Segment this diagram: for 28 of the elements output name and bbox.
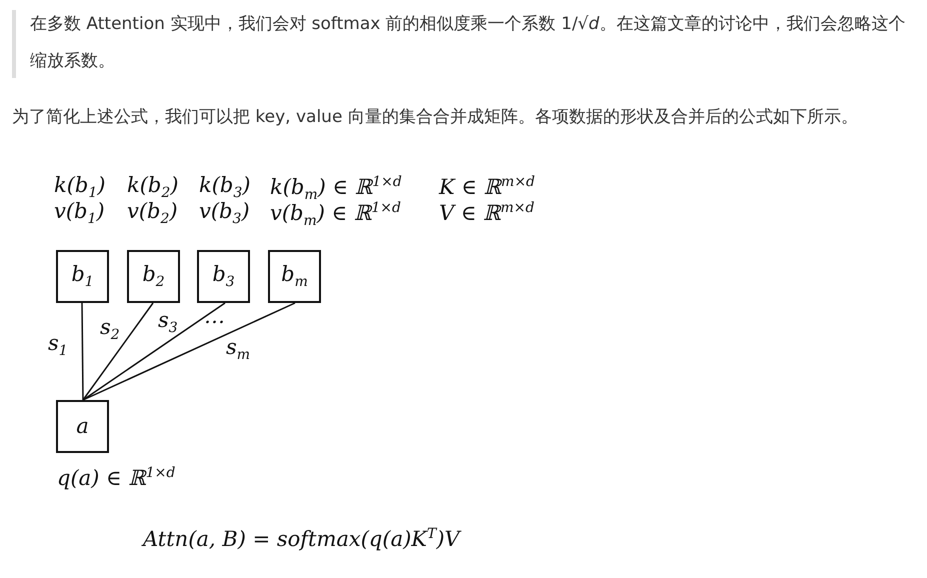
square-box: a — [56, 400, 109, 453]
connector-line — [82, 302, 154, 400]
formula: k(b$_{2}$) — [127, 175, 178, 200]
connector-line — [82, 302, 226, 401]
formula: v(b$_{3}$) — [199, 201, 250, 226]
square-box: b$_{2}$ — [127, 250, 180, 303]
formula-caption: q(a) ∈ ℝ$^{1×d}$ — [57, 466, 176, 489]
formula: v(b$_{m}$) ∈ ℝ$^{1×d}$ — [270, 201, 401, 228]
formula: K ∈ ℝ$^{m×d}$ — [439, 175, 536, 198]
edge-label: s$_{3}$ — [158, 310, 178, 336]
edge-label: s$_{2}$ — [100, 317, 120, 342]
formula: … — [204, 306, 225, 327]
formula: Attn(a, B) = softmax(q(a)K$^{T}$)V — [143, 527, 460, 550]
paragraph: 在多数 Attention 实现中，我们会对 softmax 前的相似度乘一个系数 1/√d。在这篇文章的讨论中，我们会忽略这个缩放系数。 — [30, 13, 906, 73]
formula: v(b$_{2}$) — [127, 201, 178, 226]
square-box: b$_{3}$ — [197, 250, 250, 303]
formula: k(b$_{m}$) ∈ ℝ$^{1×d}$ — [270, 175, 402, 202]
connector-line — [81, 303, 84, 400]
edge-label: s$_{m}$ — [226, 337, 250, 362]
connector-line — [82, 302, 296, 401]
formula: k(b$_{1}$) — [54, 175, 106, 200]
square-box: b$_{1}$ — [56, 250, 109, 303]
formula: V ∈ ℝ$^{m×d}$ — [439, 201, 534, 224]
formula: k(b$_{3}$) — [199, 175, 250, 200]
square-box: b$_{m}$ — [268, 250, 321, 303]
edge-label: s$_{1}$ — [48, 333, 68, 358]
formula: v(b$_{1}$) — [54, 201, 105, 226]
paragraph: 为了简化上述公式，我们可以把 key, value 向量的集合合并成矩阵。各项数据的形状及合并后的公式如下所示。 — [12, 106, 859, 129]
